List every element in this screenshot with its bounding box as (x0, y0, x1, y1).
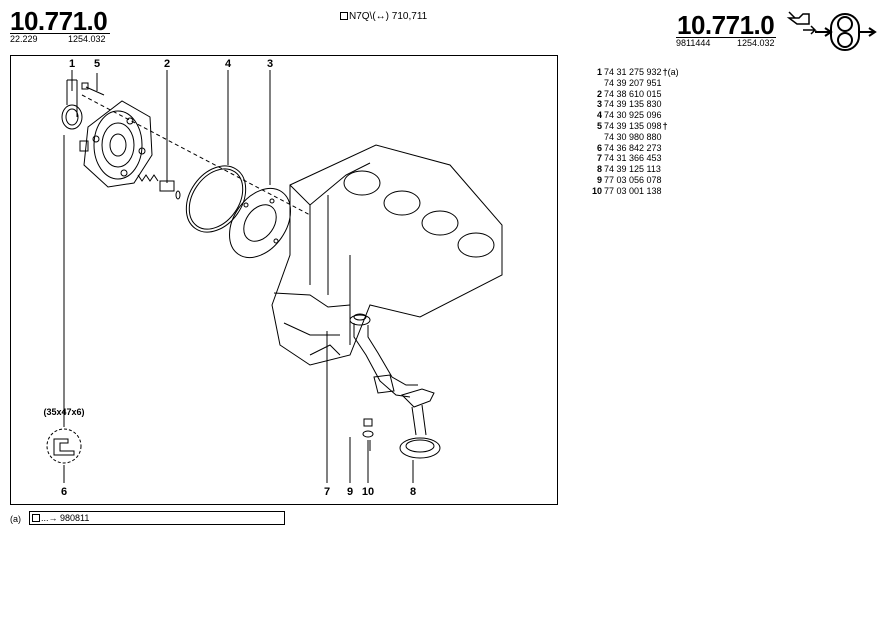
obsolete-mark-icon: † (662, 120, 668, 131)
callout-9: 9 (347, 486, 353, 498)
callout-1: 1 (69, 58, 75, 70)
seal-dimension-label: (35x47x6) (43, 407, 84, 417)
part-item-number: 3 (596, 99, 602, 110)
part-reference: 74 36 842 273 (604, 142, 662, 153)
header-left-code: 22.229 (10, 34, 38, 44)
part-reference: 74 39 135 830 (604, 99, 662, 110)
vehicle-icon (340, 12, 348, 20)
callout-4: 4 (225, 58, 232, 70)
parts-list-row: 74 30 980 880 (592, 132, 679, 143)
part-reference: 74 31 366 453 (604, 153, 662, 164)
obsolete-mark-icon: † (662, 67, 668, 77)
part-item-number: 2 (596, 88, 602, 99)
part-item-number: 7 (596, 153, 602, 164)
parts-list-row: 74 39 207 951 (592, 78, 679, 89)
header-left-rule (10, 33, 110, 34)
callout-5: 5 (94, 58, 100, 70)
part-item-number: 4 (596, 110, 602, 121)
part-reference: 77 03 056 078 (604, 174, 662, 185)
callout-2: 2 (164, 58, 170, 70)
part-item-number: 8 (596, 164, 602, 175)
header-left-code-right: 1254.032 (68, 34, 106, 44)
diagram-frame (10, 55, 558, 505)
exploded-view-diagram: 1 5 2 4 3 6 7 9 10 8 (35x47x6) (43, 58, 503, 498)
part-item-number: 9 (596, 174, 602, 185)
oil-pump-symbol-icon (786, 11, 877, 51)
engine-application: N7Q\(↔) 710,711 (340, 12, 427, 22)
ref-number-left: 10.771.0 (10, 6, 108, 36)
part-item-number: 10 (592, 185, 603, 196)
bracket-icon: (↔) (372, 11, 390, 22)
part-item-number: 1 (596, 67, 602, 77)
callout-8: 8 (410, 486, 416, 498)
part-note: (a) (667, 67, 679, 77)
part-reference: 77 03 001 138 (604, 185, 662, 196)
part-reference: 74 39 125 113 (604, 164, 661, 175)
part-item-number: 5 (596, 120, 602, 131)
callout-10: 10 (362, 486, 374, 498)
part-reference: 74 30 980 880 (604, 131, 662, 142)
callout-3: 3 (267, 58, 273, 70)
header-right-rule (676, 37, 776, 38)
ref-number-right: 10.771.0 (677, 10, 775, 40)
part-reference: 74 30 925 096 (604, 110, 662, 121)
footnote-label: (a) (10, 514, 21, 524)
part-reference: 74 39 135 098 (604, 120, 662, 131)
header-right-code-right: 1254.032 (737, 38, 775, 48)
footnote-box: ...→ 980811 (29, 511, 285, 525)
callout-6: 6 (61, 486, 67, 498)
part-item-number: 6 (596, 142, 602, 153)
part-reference: 74 31 275 932 (604, 67, 662, 77)
part-item-number (592, 78, 602, 89)
engine-text: N7Q\ (349, 11, 373, 22)
header-right-code: 9811444 (676, 38, 711, 48)
range-text: 710,711 (391, 11, 428, 22)
vehicle-icon (32, 514, 40, 522)
footnote-text: ...→ 980811 (41, 513, 90, 523)
callout-7: 7 (324, 486, 330, 498)
part-item-number (592, 132, 602, 143)
part-reference: 74 38 610 015 (604, 88, 662, 99)
part-reference: 74 39 207 951 (604, 77, 662, 88)
